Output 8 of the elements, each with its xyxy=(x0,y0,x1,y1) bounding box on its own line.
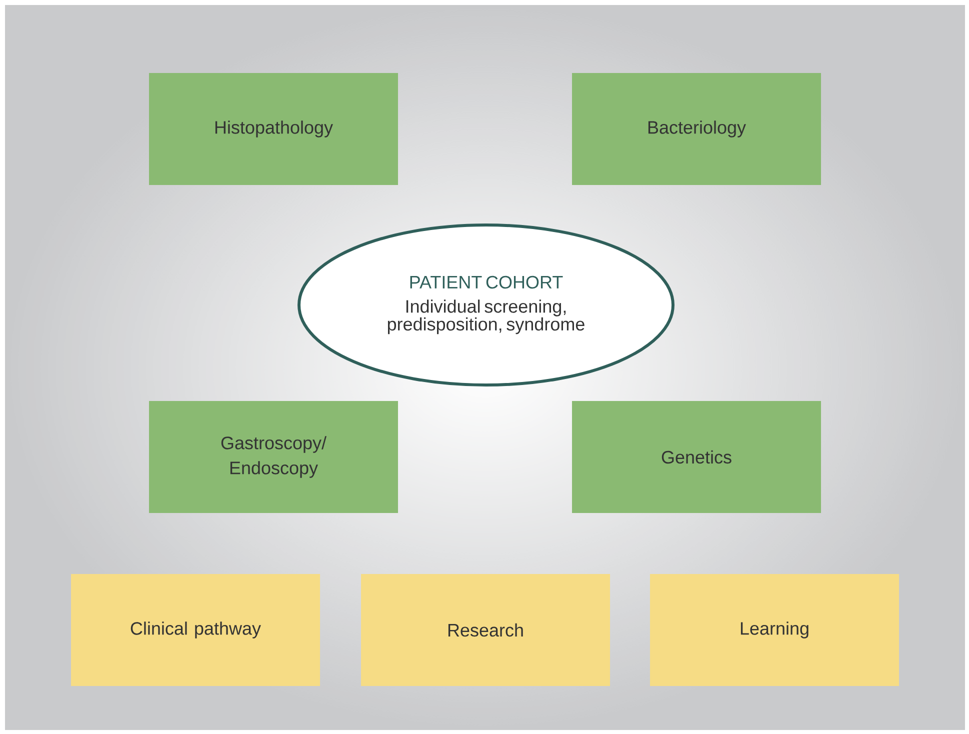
box: Genetics xyxy=(572,401,821,513)
box: Bacteriology xyxy=(572,73,821,185)
box: Gastroscopy/ Endoscopy xyxy=(149,401,398,513)
box: Clinical pathway xyxy=(71,574,320,686)
box: Research xyxy=(361,574,610,686)
oval: PATIENT COHORT Individual screening, predisposition, syndrome xyxy=(298,224,674,386)
box: Learning xyxy=(650,574,899,686)
box: Histopathology xyxy=(149,73,398,185)
